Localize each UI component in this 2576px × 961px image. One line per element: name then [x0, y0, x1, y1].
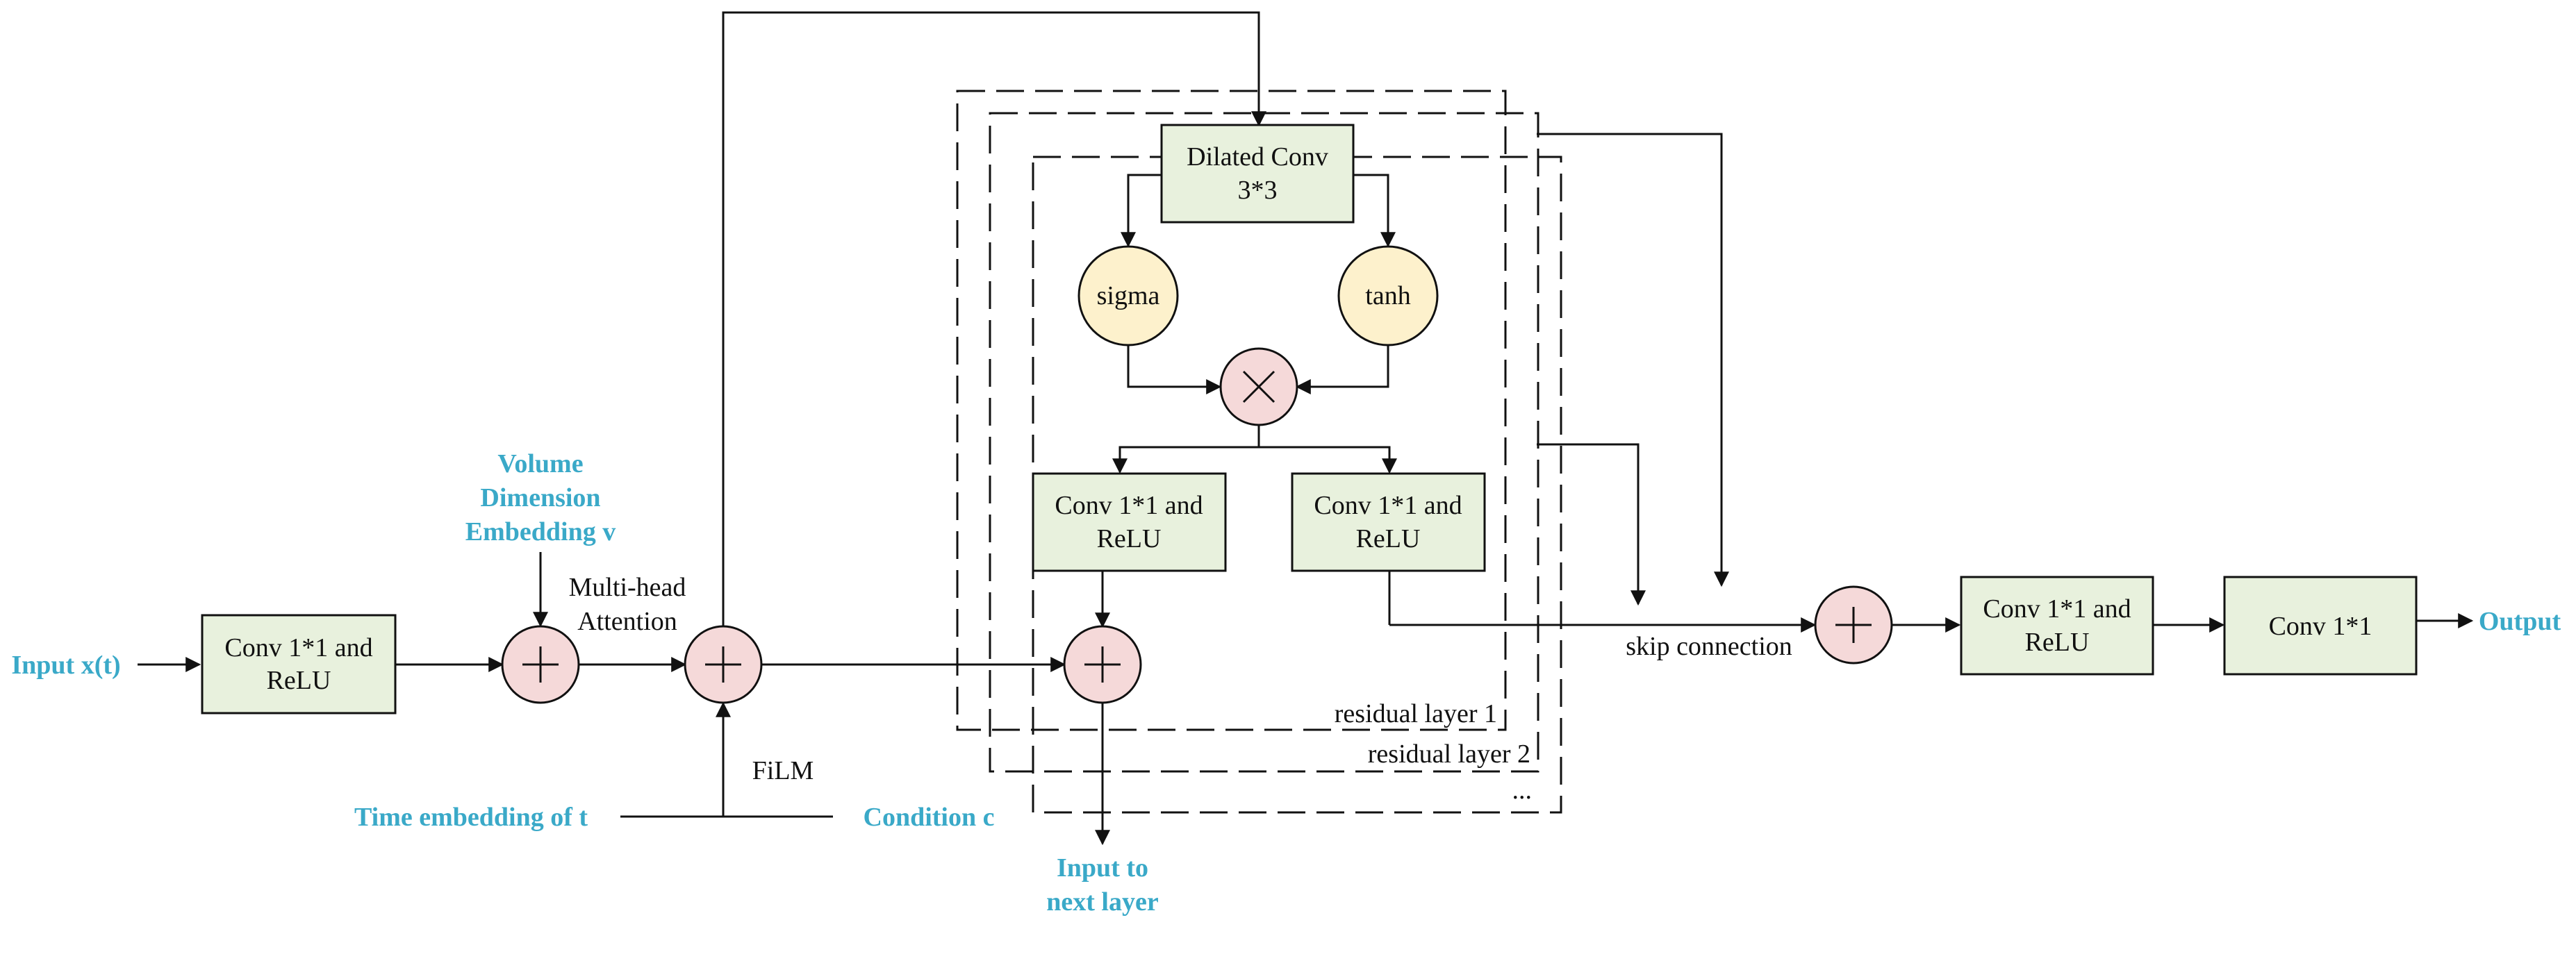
- arrow-tanh-to-mult: [1295, 345, 1389, 394]
- add-node-residual: [1063, 625, 1142, 704]
- conv-input-block: Conv 1*1 and ReLU: [201, 614, 397, 715]
- conv-input-line1: Conv 1*1 and: [224, 633, 372, 662]
- conv-output-block: Conv 1*1 and ReLU: [1960, 576, 2154, 676]
- plus-icon: [1084, 646, 1121, 683]
- dilated-conv-line2: 3*3: [1238, 176, 1278, 205]
- arrow-mult-to-conv-skip: [1259, 446, 1397, 474]
- conv-input-line2: ReLU: [267, 666, 331, 695]
- arrow-skip-layer-1: [1537, 133, 1729, 587]
- conv-final-label: Conv 1*1: [2269, 612, 2372, 641]
- input-x-label: Input x(t): [11, 651, 120, 680]
- dilated-conv-block: Dilated Conv 3*3: [1160, 124, 1355, 224]
- output-label: Output: [2479, 607, 2561, 636]
- multiply-icon: [1242, 370, 1275, 403]
- time-embedding-label: Time embedding of t: [354, 803, 588, 832]
- tanh-label: tanh: [1365, 281, 1410, 310]
- conv-output-line2: ReLU: [2025, 628, 2090, 657]
- multihead-label-line2: Attention: [577, 607, 677, 636]
- conv-output-line1: Conv 1*1 and: [1983, 594, 2131, 624]
- plus-icon: [705, 646, 741, 683]
- conv-skip-line2: ReLU: [1356, 524, 1421, 553]
- volume-label-line1: Volume: [497, 449, 583, 478]
- arrow-sigma-to-mult: [1127, 345, 1222, 394]
- volume-label-line3: Embedding v: [465, 517, 616, 546]
- accent-labels: Input x(t) Volume Dimension Embedding v …: [11, 449, 2561, 917]
- next-layer-label-line2: next layer: [1046, 887, 1159, 917]
- conv-skip-line1: Conv 1*1 and: [1314, 491, 1462, 520]
- conv-residual-block: Conv 1*1 and ReLU: [1032, 472, 1227, 572]
- next-layer-label-line1: Input to: [1057, 853, 1148, 883]
- connectors: [138, 11, 2474, 846]
- plus-icon: [1835, 607, 1872, 643]
- residual-layer-more-label: ...: [1512, 776, 1533, 805]
- tanh-node: tanh: [1337, 245, 1439, 346]
- arrow-skip-layer-2: [1537, 443, 1646, 606]
- volume-label-line2: Dimension: [480, 483, 600, 512]
- plain-labels: Multi-head Attention FiLM skip connectio…: [569, 573, 1792, 805]
- add-node-skip: [1814, 585, 1893, 665]
- condition-label: Condition c: [864, 803, 995, 832]
- sigma-label: sigma: [1097, 281, 1160, 310]
- residual-layer-1-label: residual layer 1: [1335, 699, 1497, 728]
- residual-layer-2-label: residual layer 2: [1368, 739, 1530, 769]
- conv-final-block: Conv 1*1: [2223, 576, 2418, 676]
- add-node-volume: [501, 625, 580, 704]
- dilated-conv-line1: Dilated Conv: [1187, 142, 1328, 172]
- arrow-dilated-to-sigma: [1121, 174, 1162, 248]
- sigma-node: sigma: [1078, 245, 1179, 346]
- multiply-node: [1219, 347, 1298, 426]
- conv-skip-block: Conv 1*1 and ReLU: [1291, 472, 1486, 572]
- arrow-mult-to-conv-res: [1112, 446, 1259, 474]
- multihead-label-line1: Multi-head: [569, 573, 686, 602]
- plus-icon: [522, 646, 559, 683]
- arrow-dilated-to-tanh: [1353, 174, 1396, 248]
- conv-residual-line1: Conv 1*1 and: [1055, 491, 1203, 520]
- residual-frame-1: [956, 90, 1507, 731]
- skip-connection-label: skip connection: [1626, 632, 1792, 661]
- line-add2-to-dilated: [722, 11, 1266, 626]
- film-label: FiLM: [752, 756, 814, 785]
- add-node-condition: [684, 625, 763, 704]
- conv-residual-line2: ReLU: [1097, 524, 1162, 553]
